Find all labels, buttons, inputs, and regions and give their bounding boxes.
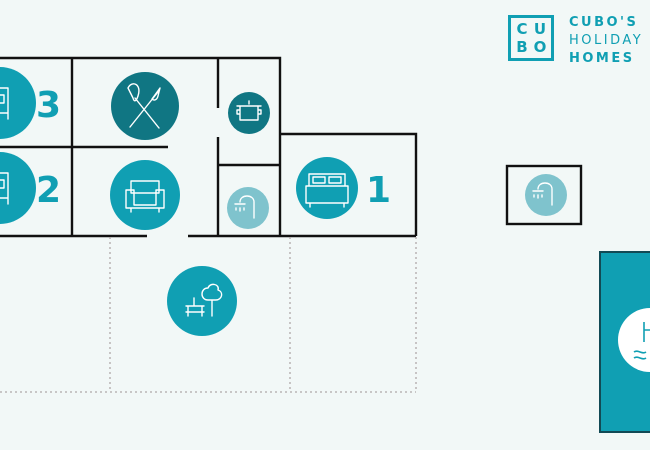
- outdoor-shower-icon: [525, 174, 567, 216]
- bathroom-shower-icon: [227, 187, 269, 229]
- sofa-icon: [110, 160, 180, 230]
- logo-letter: U: [533, 20, 547, 38]
- bedroom-1-bed-icon: [296, 157, 358, 219]
- bedroom-3-number: 3: [36, 85, 61, 126]
- pool-icon: [618, 308, 650, 372]
- logo-letter: B: [516, 38, 528, 56]
- bedroom-1-number: 1: [366, 170, 391, 211]
- bedroom-2-number: 2: [36, 170, 61, 211]
- logo-line-3: HOMES: [569, 51, 635, 66]
- garden-icon: [167, 266, 237, 336]
- cooking-pot-icon: [228, 92, 270, 134]
- logo-mark: C U B O: [508, 15, 554, 61]
- walls: [0, 56, 583, 238]
- cutlery-icon: [111, 72, 179, 140]
- bedroom-2-bed-icon: [0, 152, 36, 224]
- logo-letter: O: [533, 38, 547, 56]
- logo-line-2: HOLIDAY: [569, 33, 644, 48]
- logo-letter: C: [516, 20, 528, 38]
- bedroom-3-bed-icon: [0, 67, 36, 139]
- logo-line-1: CUBO'S: [569, 15, 639, 30]
